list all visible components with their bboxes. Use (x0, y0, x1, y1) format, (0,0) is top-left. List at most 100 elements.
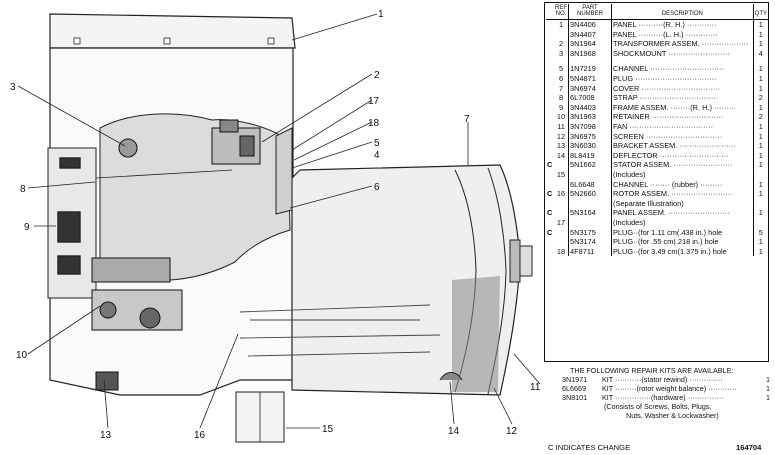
kit-note-line-2: Nuts, Washer & Lockwasher) (626, 411, 719, 420)
callout-13: 13 (100, 430, 112, 441)
ref-no: 16 (554, 189, 569, 199)
ref-no (554, 58, 569, 65)
figure-code: 164704 (736, 443, 762, 452)
change-mark (546, 84, 554, 94)
part-number: 3N1968 (568, 48, 612, 59)
change-mark (546, 237, 554, 247)
part-number (568, 198, 612, 209)
part-number (568, 217, 612, 228)
callout-10: 10 (16, 350, 28, 361)
repair-kits-section: THE FOLLOWING REPAIR KITS ARE AVAILABLE:… (562, 366, 770, 420)
qty: 1 (758, 160, 763, 170)
kit-row: 3N8101 KIT ···············(hardware) ···… (562, 393, 770, 402)
description: STATOR ASSEM. ························ (611, 160, 754, 170)
description: SCREEN ······························· (611, 131, 754, 142)
part-number (568, 58, 612, 65)
description: PLUG··(for 1.11 cm(.438 in.) hole (611, 227, 754, 238)
description: BRACKET ASSEM. ······················· (611, 141, 754, 151)
ref-no: 5 (554, 64, 569, 74)
qty: 1 (758, 189, 763, 199)
ref-no (554, 179, 569, 190)
description: COVER ································ (611, 83, 754, 94)
kit-qty: 1 (766, 393, 770, 402)
part-number: 4F8711 (568, 246, 612, 257)
description: (Includes) (611, 217, 754, 228)
description: SHOCKMOUNT ························· (611, 48, 754, 59)
description: PANEL ··········(L. H.) ············· (611, 29, 754, 40)
header-description: DESCRIPTION (611, 4, 754, 20)
ref-no: 7 (554, 83, 569, 94)
description: DEFLECTOR ···························· (611, 150, 754, 161)
qty: 2 (758, 112, 763, 122)
callout-5: 5 (374, 138, 380, 149)
description: PLUG··(for .55 cm(.218 in.) hole (611, 237, 754, 247)
table-header-row: REF NO. PART NUMBER DESCRIPTION QTY (546, 4, 768, 20)
kit-description: KIT ···············(hardware) ··········… (602, 393, 724, 402)
ref-no: 12 (554, 131, 569, 142)
qty: 1 (758, 74, 763, 84)
change-mark (546, 180, 554, 190)
kit-part-number: 6L6669 (562, 384, 586, 393)
table-row: 17 (Includes) (546, 217, 768, 228)
header-ref-no: REF NO. (554, 4, 569, 20)
callout-12: 12 (506, 426, 518, 437)
change-mark: C (547, 208, 553, 218)
qty: 1 (758, 150, 763, 160)
part-number: 3N6975 (568, 131, 612, 142)
part-number: 5N3175 (568, 227, 612, 238)
description: STRAP ································ (611, 93, 754, 103)
channel (275, 127, 293, 215)
part-number: 5N1662 (568, 160, 612, 170)
callout-11: 11 (530, 382, 540, 393)
qty: 2 (758, 93, 763, 103)
ref-no: 3 (554, 48, 569, 59)
ref-no (554, 227, 569, 238)
ref-no (554, 160, 569, 170)
ref-no (554, 29, 569, 40)
description: CHANNEL ········ (rubber) ········· (611, 179, 754, 190)
part-number: 3N4407 (568, 29, 612, 40)
callout-4: 4 (374, 150, 380, 161)
kits-heading: THE FOLLOWING REPAIR KITS ARE AVAILABLE: (570, 366, 734, 375)
kit-description: KIT ···········(stator rewind) ·········… (602, 375, 723, 384)
callout-18: 18 (368, 118, 380, 129)
ref-no: 2 (554, 39, 569, 49)
qty: 4 (758, 48, 763, 58)
part-number: 3N7098 (568, 121, 612, 132)
change-mark (546, 247, 554, 257)
change-mark: C (547, 160, 553, 170)
kit-qty: 1 (766, 384, 770, 393)
kit-note-line-1: (Consists of Screws, Bolts, Plugs, (604, 402, 712, 411)
change-mark (546, 74, 554, 84)
rotor-outline (239, 304, 441, 357)
part-number: 5N3164 (568, 208, 612, 218)
qty: 1 (758, 141, 763, 151)
callout-16: 16 (194, 430, 206, 441)
part-number: 5N2660 (568, 189, 612, 199)
qty: 1 (758, 131, 763, 141)
description: (Separate Illustration) (611, 198, 754, 209)
kit-description: KIT ·········(rotor weight balance) ····… (602, 384, 737, 393)
description: PANEL ··········(R. H.) ············ (611, 19, 754, 30)
ref-no (554, 198, 569, 209)
qty: 1 (758, 64, 763, 74)
qty (753, 218, 768, 228)
part-number: 3N1964 (568, 39, 612, 49)
generator-exploded-drawing: 1 2 3 17 18 5 4 8 7 6 9 10 11 13 16 14 1… (10, 9, 540, 443)
change-mark (546, 122, 554, 132)
part-number: 8L8419 (568, 150, 612, 161)
qty: 1 (758, 83, 763, 93)
ref-no: 14 (554, 150, 569, 161)
change-indicator-note: C INDICATES CHANGE (548, 443, 631, 452)
qty: 1 (758, 20, 763, 30)
table-row: 15 (Includes) (546, 169, 768, 180)
